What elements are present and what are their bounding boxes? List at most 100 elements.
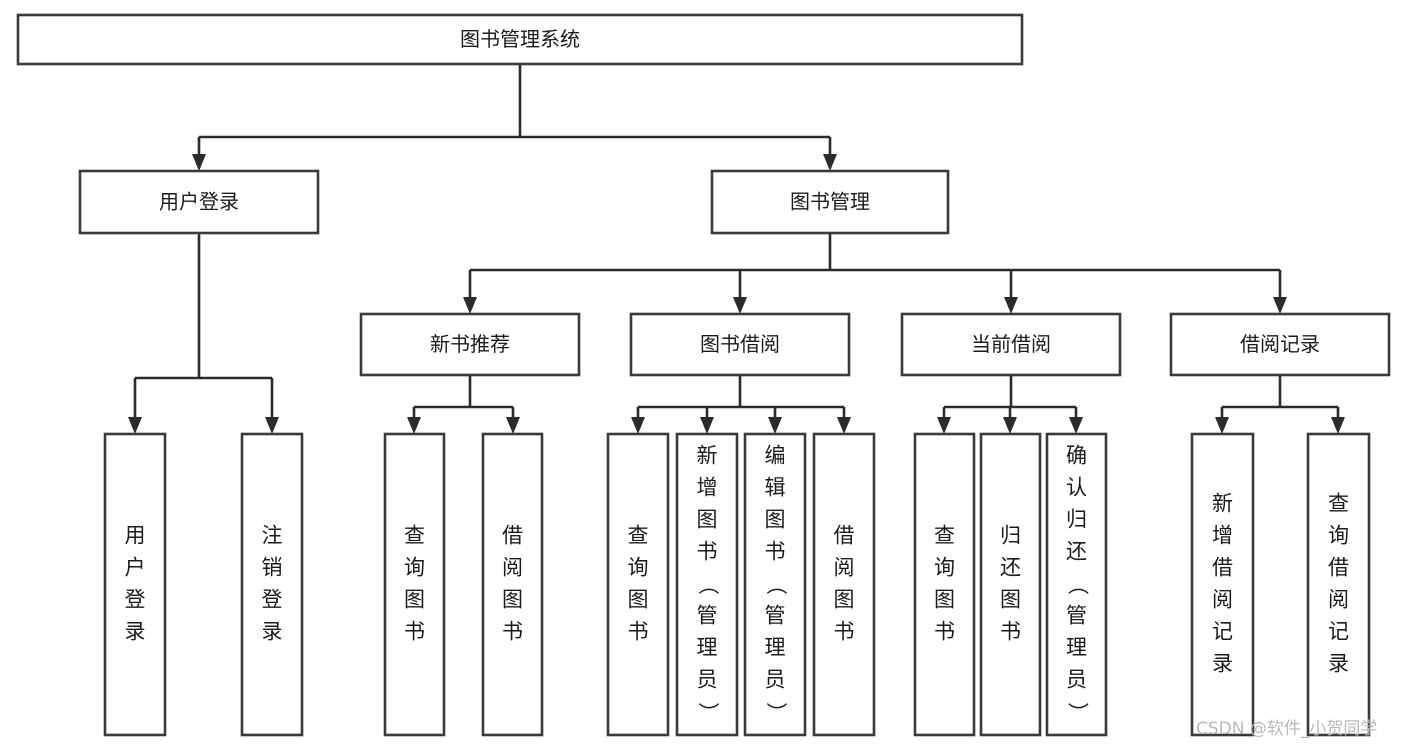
node-leaf-query-book-borrow-label-char: 询 — [628, 556, 649, 580]
node-root[interactable]: 图书管理系统 — [16, 13, 1024, 66]
node-leaf-borrow-book-recommend-box[interactable] — [481, 432, 544, 737]
node-new-book-recommend-box[interactable] — [359, 312, 581, 377]
node-leaf-return-book-label-char: 图 — [1000, 588, 1021, 612]
arrow-borrow-record — [1273, 270, 1287, 314]
node-leaf-query-borrow-record-label-char: 查 — [1328, 492, 1349, 516]
node-leaf-add-book-label-char: 图 — [697, 508, 718, 532]
node-leaf-confirm-return-label-char: 确 — [1066, 444, 1087, 468]
connector-bar-user-login — [135, 233, 272, 380]
node-leaf-query-borrow-record-label-char: 录 — [1328, 652, 1349, 676]
node-book-borrow-box[interactable] — [629, 312, 851, 377]
node-leaf-return-book-label-char: 还 — [1000, 556, 1021, 580]
node-leaf-return-book-label-char: 归 — [1000, 524, 1021, 548]
node-leaf-logout-label-char: 注 — [262, 524, 283, 548]
node-leaf-add-book-label-char: 书 — [697, 540, 718, 564]
node-user-login-box[interactable] — [78, 169, 320, 235]
node-book-borrow[interactable]: 图书借阅 — [629, 312, 851, 377]
node-leaf-user-login-label-char: 用 — [125, 524, 146, 548]
node-leaf-query-book-current-label-char: 查 — [934, 524, 955, 548]
arrow-leaf-add-book — [700, 407, 714, 434]
arrow-leaf-edit-book — [768, 407, 782, 434]
arrow-leaf-query-borrow-record — [1331, 407, 1345, 434]
node-leaf-add-borrow-record-label-char: 阅 — [1212, 588, 1233, 612]
node-leaf-query-book-borrow-label-char: 图 — [628, 588, 649, 612]
arrow-leaf-user-login — [128, 378, 142, 434]
node-book-management-box[interactable] — [710, 169, 950, 235]
node-leaf-query-book-recommend-label-char: 查 — [404, 524, 425, 548]
node-book-borrow-label: 图书借阅 — [700, 332, 780, 356]
arrow-leaf-query-book-borrow — [631, 407, 645, 434]
node-leaf-user-login-label-char: 户 — [125, 556, 146, 580]
node-borrow-record[interactable]: 借阅记录 — [1169, 312, 1391, 377]
node-root-box[interactable] — [16, 13, 1024, 66]
node-leaf-query-book-current-label-char: 询 — [934, 556, 955, 580]
node-leaf-add-borrow-record-label-char: 记 — [1212, 620, 1233, 644]
watermark-layer: CSDN @软件_小贺同学 — [1196, 719, 1377, 739]
node-leaf-query-borrow-record-label-char: 阅 — [1328, 588, 1349, 612]
node-current-borrow-box[interactable] — [900, 312, 1122, 377]
node-leaf-add-borrow-record-label-char: 新 — [1212, 492, 1233, 516]
node-new-book-recommend[interactable]: 新书推荐 — [359, 312, 581, 377]
node-borrow-record-box[interactable] — [1169, 312, 1391, 377]
node-leaf-confirm-return-label-char: 理 — [1066, 636, 1087, 660]
node-layer: 图书管理系统用户登录图书管理新书推荐图书借阅当前借阅借阅记录用户登录注销登录查询… — [16, 13, 1391, 737]
node-leaf-return-book-box[interactable] — [979, 432, 1042, 737]
node-leaf-confirm-return-label-char: 员 — [1066, 668, 1087, 692]
connector-bar-book-management — [470, 233, 1280, 272]
node-leaf-query-borrow-record-label-char: 借 — [1328, 556, 1349, 580]
csdn-watermark: CSDN @软件_小贺同学 — [1196, 719, 1377, 739]
node-leaf-borrow-book-recommend-label-char: 借 — [502, 524, 523, 548]
node-leaf-confirm-return-box[interactable] — [1045, 432, 1108, 737]
arrow-user-login — [192, 137, 206, 171]
node-leaf-edit-book-label-char: 图 — [765, 508, 786, 532]
node-leaf-borrow-book-label-char: 借 — [834, 524, 855, 548]
node-current-borrow[interactable]: 当前借阅 — [900, 312, 1122, 377]
node-leaf-query-book-recommend-label-char: 询 — [404, 556, 425, 580]
node-leaf-add-borrow-record-label-char: 借 — [1212, 556, 1233, 580]
node-leaf-confirm-return-label-char: 归 — [1066, 508, 1087, 532]
node-leaf-confirm-return-label-char: 管 — [1066, 604, 1087, 628]
node-leaf-query-book-borrow-label-char: 书 — [628, 620, 649, 644]
node-leaf-query-book-borrow-label-char: 查 — [628, 524, 649, 548]
node-leaf-logout-label-char: 登 — [262, 588, 283, 612]
connector-bar-current-borrow — [944, 375, 1076, 409]
arrow-book-borrow — [733, 270, 747, 314]
node-current-borrow-label: 当前借阅 — [971, 332, 1051, 356]
node-leaf-borrow-book-recommend-label-char: 阅 — [502, 556, 523, 580]
node-leaf-user-login[interactable]: 用户登录 — [103, 432, 167, 737]
node-leaf-edit-book-label-char: 员 — [765, 668, 786, 692]
node-leaf-query-book-current-box[interactable] — [913, 432, 976, 737]
node-leaf-logout-box[interactable] — [240, 432, 304, 737]
node-leaf-query-book-borrow-box[interactable] — [606, 432, 670, 737]
node-leaf-edit-book-box[interactable] — [743, 432, 807, 737]
node-leaf-query-book-recommend-box[interactable] — [383, 432, 446, 737]
node-leaf-edit-book-label-char: 编 — [765, 444, 786, 468]
node-leaf-add-book-label-char: 管 — [697, 604, 718, 628]
node-user-login[interactable]: 用户登录 — [78, 169, 320, 235]
node-user-login-label: 用户登录 — [159, 190, 239, 214]
arrow-leaf-confirm-return — [1069, 407, 1083, 434]
node-new-book-recommend-label: 新书推荐 — [430, 332, 510, 356]
arrow-book-management — [823, 137, 837, 171]
connector-bar-root — [199, 64, 830, 139]
node-leaf-add-book-box[interactable] — [675, 432, 739, 737]
node-leaf-query-borrow-record-box[interactable] — [1306, 432, 1371, 737]
node-book-management[interactable]: 图书管理 — [710, 169, 950, 235]
node-leaf-add-borrow-record-box[interactable] — [1190, 432, 1255, 737]
node-leaf-borrow-book-box[interactable] — [812, 432, 876, 737]
node-leaf-logout-label-char: 录 — [262, 620, 283, 644]
node-leaf-user-login-box[interactable] — [103, 432, 167, 737]
